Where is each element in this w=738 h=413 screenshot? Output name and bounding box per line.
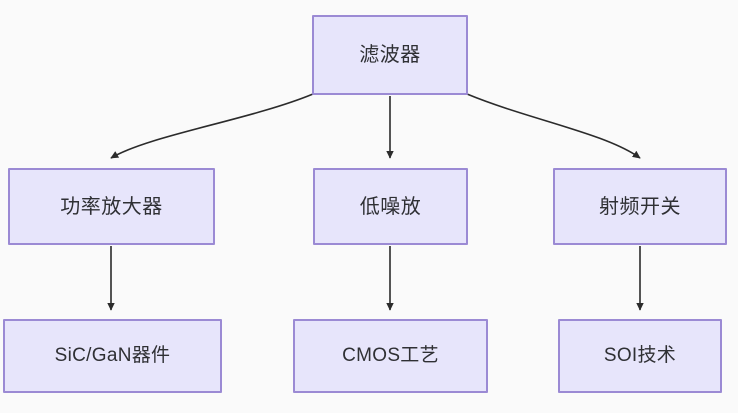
node-rf-switch-label: 射频开关 [599, 195, 681, 218]
edge-filter-to-pa [110, 93, 314, 159]
node-filter-label: 滤波器 [359, 44, 421, 66]
node-cmos-process[interactable]: CMOS工艺 [293, 319, 488, 393]
node-soi-technology[interactable]: SOI技术 [558, 319, 722, 393]
node-power-amplifier-label: 功率放大器 [60, 195, 163, 218]
edge-filter-to-rfsw [466, 93, 641, 159]
node-soi-technology-label: SOI技术 [603, 344, 677, 366]
node-cmos-process-label: CMOS工艺 [342, 344, 439, 366]
node-low-noise-amplifier[interactable]: 低噪放 [313, 168, 468, 245]
node-sic-gan-device[interactable]: SiC/GaN器件 [3, 319, 222, 393]
node-filter[interactable]: 滤波器 [312, 15, 468, 95]
node-rf-switch[interactable]: 射频开关 [553, 168, 727, 245]
node-power-amplifier[interactable]: 功率放大器 [8, 168, 215, 245]
node-sic-gan-device-label: SiC/GaN器件 [54, 344, 171, 366]
node-low-noise-amplifier-label: 低噪放 [359, 195, 422, 218]
